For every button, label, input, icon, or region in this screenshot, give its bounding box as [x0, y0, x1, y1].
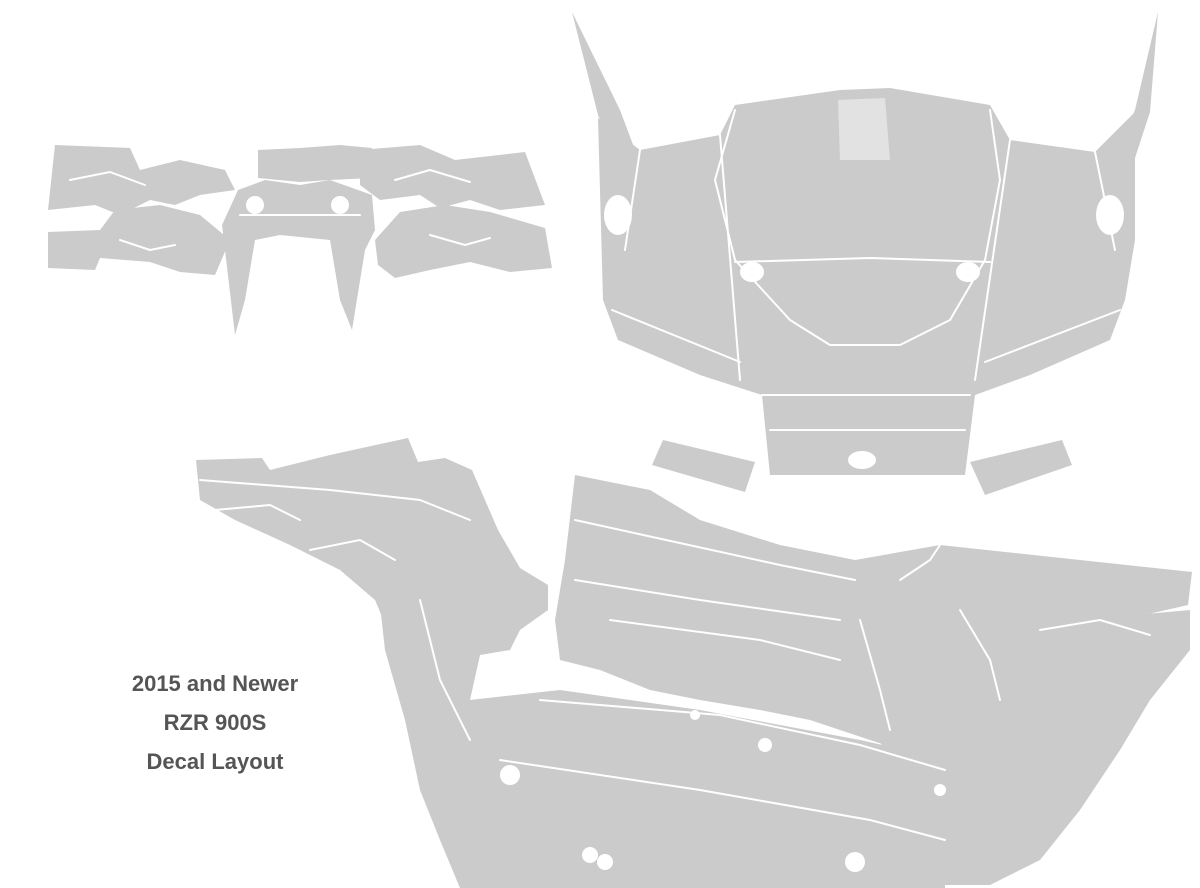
hood-vent-slot — [838, 98, 890, 160]
rear-left-upper-panel — [48, 145, 235, 215]
lower-rocker-panel — [470, 690, 1010, 870]
hood-cut-lines — [611, 109, 1121, 431]
hood-decal-group — [572, 12, 1158, 495]
caption-line-title: Decal Layout — [146, 749, 284, 774]
left-fender-strip — [572, 12, 635, 158]
side-hole-2 — [582, 847, 598, 863]
rear-right-lower-panel — [375, 205, 552, 278]
rear-left-lower-panel — [48, 205, 230, 275]
hood-left-headlight — [740, 262, 764, 282]
rear-center-panel — [222, 180, 375, 335]
side-sill-panel — [375, 560, 945, 888]
hood-main-panel — [598, 88, 1135, 475]
hood-right-headlight — [956, 262, 980, 282]
side-hole-1 — [500, 765, 520, 785]
hood-emblem-hole — [848, 451, 876, 469]
layout-caption: 2015 and Newer RZR 900S Decal Layout — [95, 664, 335, 781]
side-hole-3 — [597, 854, 613, 870]
rear-center-top-strip — [258, 145, 372, 182]
side-hole-7 — [934, 784, 946, 796]
side-hole-5 — [845, 852, 865, 872]
rear-cut-lines — [69, 169, 491, 251]
hood-right-light — [1096, 195, 1124, 235]
hood-right-tab — [970, 440, 1072, 495]
side-hole-4 — [758, 738, 772, 752]
hood-left-light — [604, 195, 632, 235]
caption-line-model: RZR 900S — [163, 710, 267, 735]
hood-left-tab — [652, 440, 755, 492]
side-cut-lines — [199, 479, 1151, 841]
rear-decal-group — [48, 145, 552, 335]
rear-mount-hole-left — [246, 196, 264, 214]
side-decal-group — [196, 438, 1192, 888]
rear-quarter-panel — [196, 438, 548, 720]
rear-mount-hole-right — [331, 196, 349, 214]
caption-line-year: 2015 and Newer — [131, 671, 299, 696]
side-hole-6 — [690, 710, 700, 720]
